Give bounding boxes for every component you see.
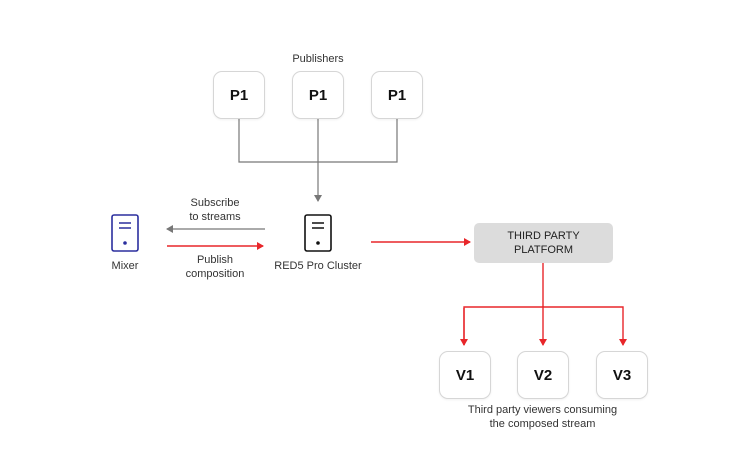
- viewers-caption-line2: the composed stream: [489, 418, 596, 430]
- platform-label-line2: PLATFORM: [513, 244, 574, 256]
- cluster-server[interactable]: [304, 214, 332, 257]
- viewers-caption-line1: Third party viewers consuming: [467, 404, 618, 416]
- publishers-title: Publishers: [292, 53, 344, 65]
- cluster-label: RED5 Pro Cluster: [274, 260, 362, 272]
- subscribe-label-line2: to streams: [189, 211, 241, 223]
- server-icon: [111, 214, 139, 252]
- mixer-server[interactable]: [111, 214, 139, 257]
- viewers-caption: Third party viewers consuming the compos…: [440, 403, 645, 431]
- publish-label: Publish composition: [170, 253, 260, 281]
- server-icon: [304, 214, 332, 252]
- publish-label-line2: composition: [185, 268, 245, 280]
- viewer-node[interactable]: V2: [517, 351, 569, 399]
- publisher-node[interactable]: P1: [213, 71, 265, 119]
- publisher-node[interactable]: P1: [371, 71, 423, 119]
- platform-label-line1: THIRD PARTY: [507, 230, 580, 242]
- viewer-node[interactable]: V1: [439, 351, 491, 399]
- subscribe-label: Subscribe to streams: [170, 196, 260, 224]
- mixer-label: Mixer: [111, 260, 139, 272]
- subscribe-label-line1: Subscribe: [190, 197, 240, 209]
- viewer-node[interactable]: V3: [596, 351, 648, 399]
- publisher-node[interactable]: P1: [292, 71, 344, 119]
- publish-label-line1: Publish: [196, 254, 234, 266]
- third-party-platform[interactable]: THIRD PARTY PLATFORM: [474, 223, 613, 263]
